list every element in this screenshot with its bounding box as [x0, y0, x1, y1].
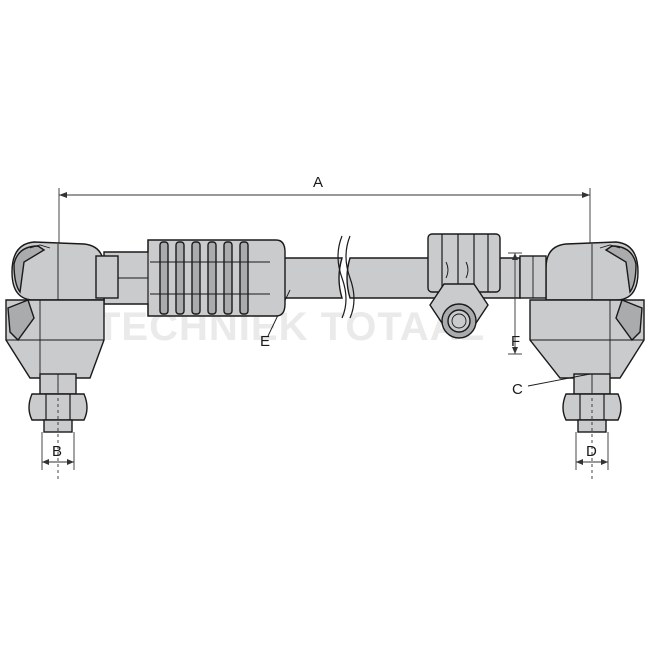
clamp [427, 233, 501, 339]
label-a: A [313, 174, 323, 191]
label-e: E [260, 333, 270, 350]
right-ball-joint: F C D [508, 241, 645, 480]
label-d: D [586, 443, 597, 460]
dimension-a: A [58, 174, 591, 243]
label-f: F [511, 333, 520, 350]
boot [103, 239, 286, 317]
left-ball-joint: B [5, 241, 105, 480]
label-c: C [512, 381, 523, 398]
label-b: B [52, 443, 62, 460]
left-connector [95, 255, 119, 299]
